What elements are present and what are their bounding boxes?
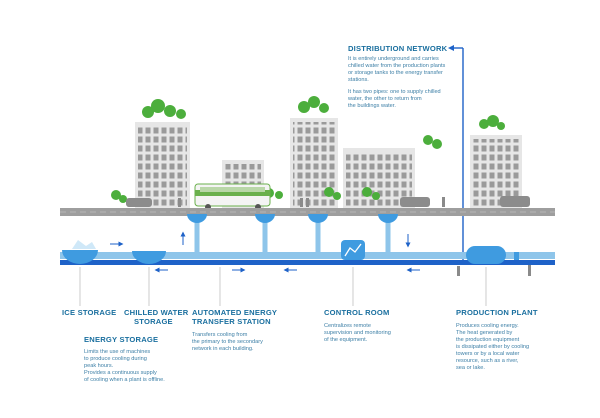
road-surface — [60, 208, 555, 216]
distribution-network-label: DISTRIBUTION NETWORK — [348, 44, 448, 53]
control-room-description: Centralizes remote supervision and monit… — [324, 323, 391, 343]
energy-storage-description: Limits the use of machines to produce co… — [84, 349, 165, 383]
bus — [194, 183, 271, 210]
transfer-station-bowls — [187, 214, 398, 223]
main-pipes — [60, 252, 555, 265]
distribution-network-pipe — [448, 45, 464, 262]
production-plant-description: Produces cooling energy. The heat genera… — [456, 323, 530, 371]
building-left — [135, 122, 190, 210]
control-room-label: CONTROL ROOM — [324, 308, 390, 317]
trees — [111, 96, 505, 203]
pedestrians — [178, 197, 531, 276]
transfer-station-label: AUTOMATED ENERGY TRANSFER STATION — [192, 308, 278, 326]
cars — [126, 196, 530, 207]
flow-arrows — [110, 231, 420, 273]
chilled-water-storage-label: CHILLED WATER STORAGE — [124, 308, 189, 326]
energy-storage-label: ENERGY STORAGE — [84, 335, 159, 344]
chilled-water-storage-tank — [132, 251, 166, 264]
leader-lines — [79, 267, 487, 306]
production-plant-label: PRODUCTION PLANT — [456, 308, 538, 317]
transfer-station-description: Transfers cooling from the primary to th… — [192, 332, 263, 352]
production-plant — [466, 246, 519, 264]
distribution-network-description: It is entirely underground and carries c… — [348, 56, 452, 110]
ice-storage-label: ICE STORAGE — [62, 308, 117, 317]
ice-storage-tank — [62, 240, 98, 264]
control-room — [341, 240, 365, 260]
